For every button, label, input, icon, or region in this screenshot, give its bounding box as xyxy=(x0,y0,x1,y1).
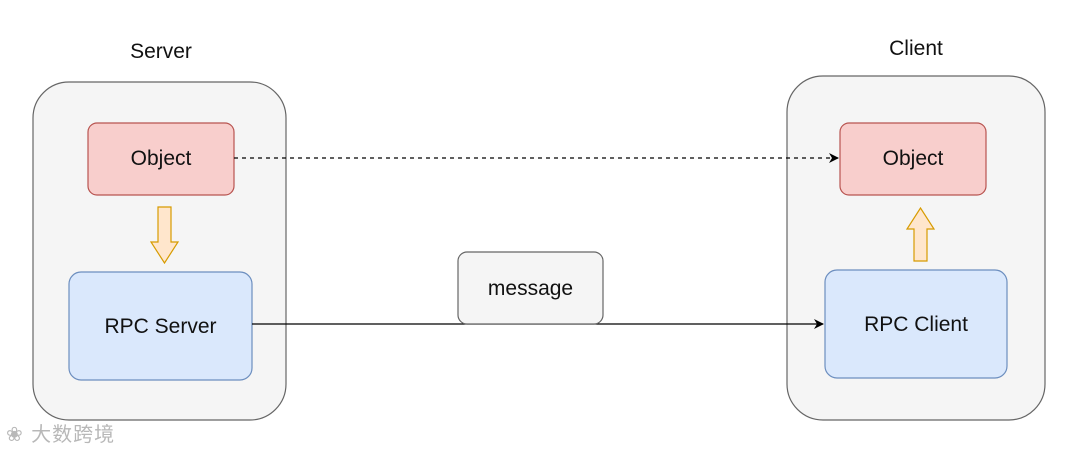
rpc-server-label: RPC Server xyxy=(104,315,216,338)
message-label: message xyxy=(488,277,573,300)
down-flow-arrow xyxy=(149,206,180,265)
rpc-client-label: RPC Client xyxy=(864,313,968,336)
rpc-server-box xyxy=(68,271,253,381)
message-box xyxy=(457,251,604,325)
rpc-client-box xyxy=(824,269,1008,379)
server-object-box xyxy=(87,122,235,196)
client-object-box xyxy=(839,122,987,196)
watermark-text: 大数跨境 xyxy=(31,422,116,446)
logo-icon: ❀ xyxy=(6,422,24,446)
up-flow-arrow xyxy=(905,206,936,262)
client-title: Client xyxy=(889,37,943,60)
client-object-label: Object xyxy=(883,147,944,170)
server-title: Server xyxy=(130,40,192,63)
watermark: ❀ 大数跨境 xyxy=(6,418,115,447)
server-object-label: Object xyxy=(131,147,192,170)
